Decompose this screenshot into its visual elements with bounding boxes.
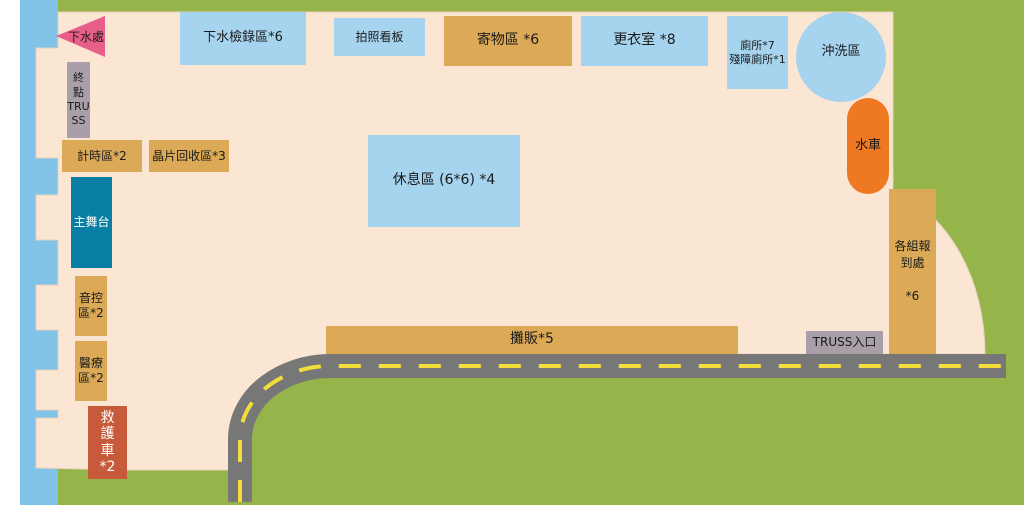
changing-room: 更衣室 *8 — [581, 16, 708, 66]
toilet-area: 廁所*7 殘障廁所*1 — [727, 16, 788, 89]
water-checkin-area: 下水檢錄區*6 — [180, 12, 306, 65]
chip-return-area: 晶片回收區*3 — [149, 140, 229, 172]
rest-area: 休息區 (6*6) *4 — [368, 135, 520, 227]
photo-board: 拍照看板 — [334, 18, 425, 56]
medical-area: 醫療 區*2 — [75, 341, 107, 401]
shower-circle — [796, 12, 886, 102]
sound-control-area: 音控 區*2 — [75, 276, 107, 336]
water-truck: 水車 — [847, 98, 889, 194]
shower-area: 沖洗區 — [821, 43, 861, 59]
main-stage: 主舞台 — [71, 177, 112, 268]
ambulance-area: 救 護 車 *2 — [88, 406, 127, 479]
storage-area: 寄物區 *6 — [444, 16, 572, 66]
road-center-line — [238, 364, 1006, 502]
exit-flag-icon — [56, 16, 105, 57]
truss-entrance: TRUSS入口 — [806, 331, 883, 354]
timing-area: 計時區*2 — [62, 140, 142, 172]
vendor-stalls: 攤販*5 — [326, 326, 738, 354]
finish-truss: 終 點 TRU SS — [67, 62, 90, 138]
group-checkin-area: 各組報 到處 *6 — [889, 189, 936, 354]
exit-label: 下水處 — [67, 29, 104, 44]
